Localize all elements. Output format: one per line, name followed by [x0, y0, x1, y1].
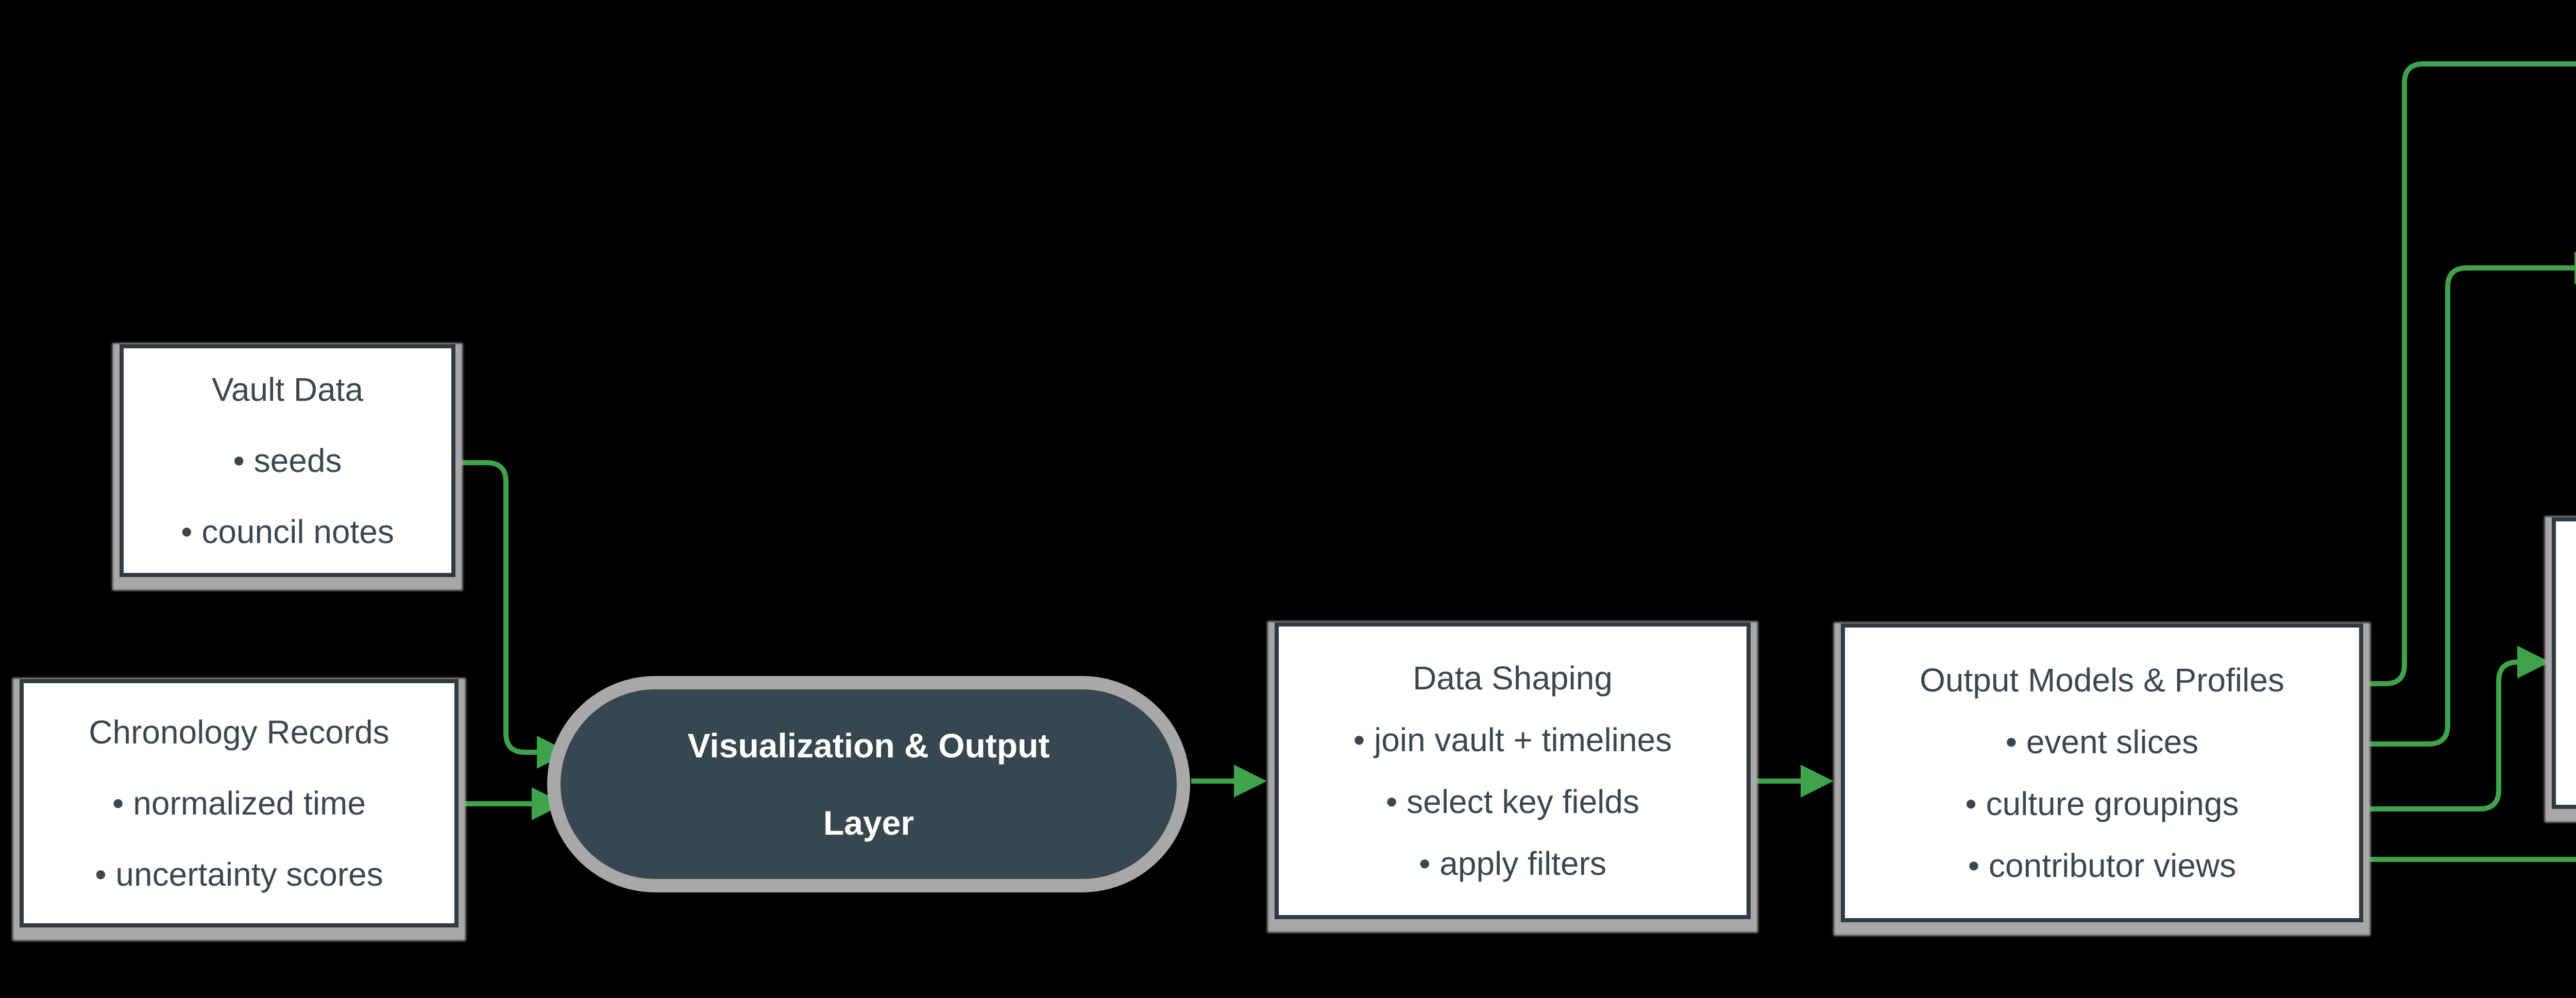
- node-title: Output Models & Profiles: [1920, 662, 2284, 699]
- edge-output-models-profiles-to-seed-to-tree-tracking: [2364, 645, 2550, 811]
- node-vault-data: Vault Data • seeds • council notes: [120, 344, 455, 577]
- edge-vault-data-to-visualization-output-layer: [455, 460, 570, 769]
- node-bullet: • join vault + timelines: [1353, 721, 1672, 758]
- node-seed-to-tree-tracking: Seed-to-Tree Tracking • contributor port…: [2552, 517, 2576, 809]
- node-bullet: • culture groupings: [1965, 785, 2239, 822]
- node-bullet: • uncertainty scores: [95, 856, 383, 893]
- node-output-models-profiles: Output Models & Profiles • event slices …: [1841, 623, 2363, 922]
- node-chronology-records: Chronology Records • normalized time • u…: [20, 679, 459, 927]
- node-bullet: • select key fields: [1386, 783, 1639, 820]
- node-bullet: • seeds: [233, 442, 342, 479]
- node-bullet: • event slices: [2005, 723, 2199, 760]
- node-title: Vault Data: [211, 371, 364, 408]
- edge-output-models-profiles-to-flourish-ready-dataset: [2364, 61, 2576, 686]
- pill-title-line: Layer: [823, 804, 914, 842]
- edge-output-models-profiles-to-culture-bios: [2364, 251, 2576, 747]
- node-bullet: • council notes: [181, 513, 394, 550]
- node-bullet: • contributor views: [1968, 847, 2236, 884]
- node-bullet: • normalized time: [112, 785, 366, 822]
- node-bullet: • apply filters: [1419, 845, 1606, 882]
- node-data-shaping: Data Shaping • join vault + timelines • …: [1275, 622, 1751, 919]
- pill-title-line: Visualization & Output: [687, 726, 1050, 765]
- node-title: Chronology Records: [89, 714, 389, 751]
- node-title: Data Shaping: [1413, 659, 1613, 697]
- node-visualization-output-layer: Visualization & Output Layer: [547, 676, 1190, 892]
